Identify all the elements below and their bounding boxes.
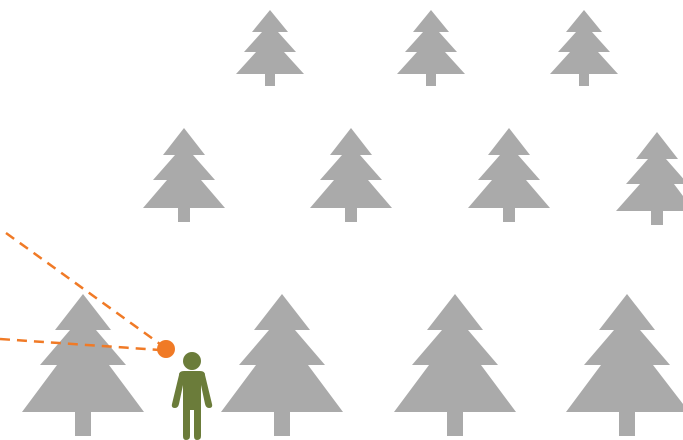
tree-row-middle <box>143 128 683 225</box>
tree-row-top <box>236 10 618 86</box>
pine-tree-icon <box>616 132 683 225</box>
pine-tree-icon <box>468 128 550 222</box>
pine-tree-icon <box>550 10 618 86</box>
pine-tree-icon <box>394 294 516 436</box>
pine-tree-icon <box>310 128 392 222</box>
pine-tree-icon <box>236 10 304 86</box>
location-dot-icon <box>157 340 175 358</box>
pine-tree-icon <box>397 10 465 86</box>
pine-tree-icon <box>143 128 225 222</box>
pine-tree-icon <box>566 294 683 436</box>
person-icon <box>172 352 212 440</box>
pine-tree-icon <box>221 294 343 436</box>
pine-tree-icon <box>22 294 144 436</box>
